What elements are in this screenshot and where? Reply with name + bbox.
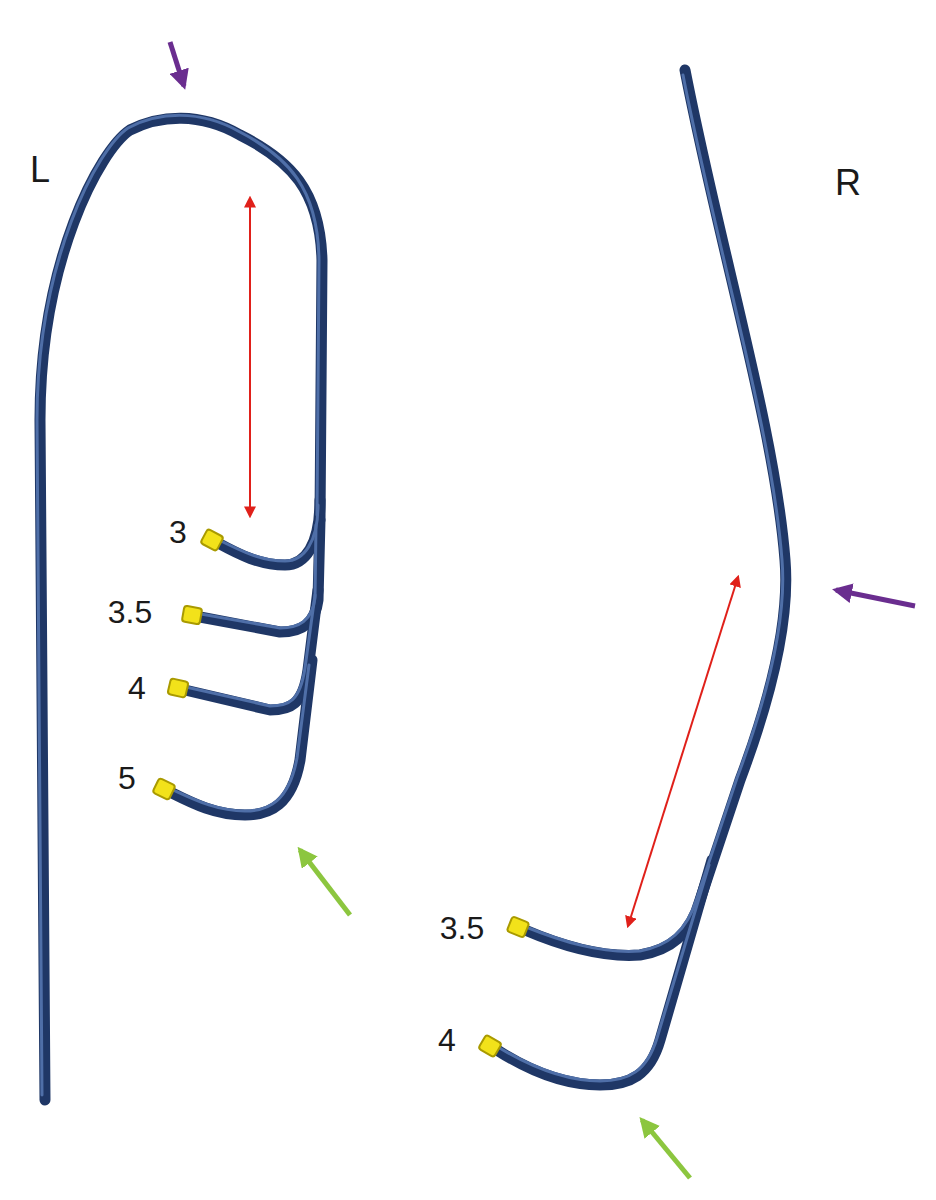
size-number: 4 [128,672,146,704]
side-label: R [835,165,861,201]
size-number: 3 [169,516,187,548]
catheter-tubes [37,70,786,1100]
size-number: 3.5 [108,596,152,628]
size-number: 4 [438,1024,456,1056]
size-number: 3.5 [440,912,484,944]
indicator-arrows [170,42,915,1178]
length-arrows [250,198,738,926]
size-number: 5 [118,762,136,794]
catheter-tips [152,529,529,1058]
side-label: L [30,152,50,188]
